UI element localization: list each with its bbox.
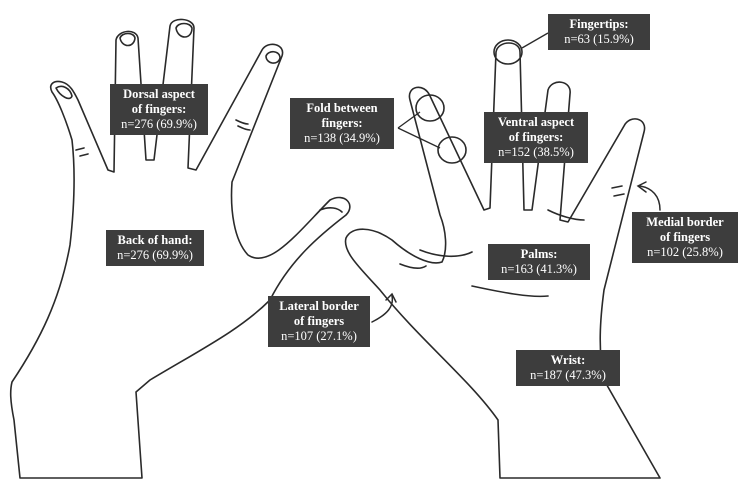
- label-dorsal-aspect: Dorsal aspect of fingers: n=276 (69.9%): [110, 84, 208, 135]
- label-wrist: Wrist: n=187 (47.3%): [516, 350, 620, 386]
- left-nail-index: [55, 85, 73, 100]
- label-palms: Palms: n=163 (41.3%): [488, 244, 590, 280]
- left-nail-pinky: [265, 50, 281, 64]
- lateral-arrow: [371, 295, 394, 323]
- fingertip-pointer: [521, 32, 549, 49]
- medial-arrow: [639, 185, 661, 211]
- label-wrist-count: n=187 (47.3%): [530, 368, 606, 382]
- left-nail-middle: [119, 32, 136, 47]
- left-nail-ring: [175, 22, 193, 38]
- label-dorsal-title-1: Dorsal aspect: [123, 87, 195, 101]
- label-dorsal-title-2: of fingers:: [131, 102, 187, 116]
- fold-marker-upper: [415, 94, 445, 122]
- label-fingertips-title: Fingertips:: [569, 17, 629, 31]
- medial-arrowhead: [636, 181, 647, 193]
- label-ventral-aspect: Ventral aspect of fingers: n=152 (38.5%): [484, 112, 588, 163]
- label-back-count: n=276 (69.9%): [117, 248, 193, 262]
- label-lateral-border: Lateral border of fingers n=107 (27.1%): [268, 296, 370, 347]
- label-medial-border: Medial border of fingers n=102 (25.8%): [632, 212, 738, 263]
- right-hand-outline: [344, 42, 661, 479]
- label-medial-title-2: of fingers: [659, 230, 711, 244]
- fold-pointer-upper: [397, 111, 421, 129]
- label-ventral-title-2: of fingers:: [508, 130, 564, 144]
- label-lateral-title-2: of fingers: [293, 314, 345, 328]
- label-fingertips-count: n=63 (15.9%): [564, 32, 634, 46]
- label-fold-between-fingers: Fold between fingers: n=138 (34.9%): [290, 98, 394, 149]
- label-fold-title-2: fingers:: [321, 116, 363, 130]
- label-fingertips: Fingertips: n=63 (15.9%): [548, 14, 650, 50]
- lateral-arrowhead: [385, 292, 397, 303]
- label-dorsal-count: n=276 (69.9%): [121, 117, 197, 131]
- label-palms-title: Palms:: [520, 247, 558, 261]
- label-fold-title-1: Fold between: [306, 101, 378, 115]
- label-back-title: Back of hand:: [117, 233, 193, 247]
- label-fold-count: n=138 (34.9%): [304, 131, 380, 145]
- label-medial-title-1: Medial border: [646, 215, 724, 229]
- fingertip-marker: [493, 39, 523, 65]
- label-back-of-hand: Back of hand: n=276 (69.9%): [106, 230, 204, 266]
- label-palms-count: n=163 (41.3%): [501, 262, 577, 276]
- label-ventral-title-1: Ventral aspect: [497, 115, 575, 129]
- fold-pointer-lower: [397, 127, 441, 149]
- label-medial-count: n=102 (25.8%): [647, 245, 723, 259]
- label-lateral-title-1: Lateral border: [279, 299, 359, 313]
- label-lateral-count: n=107 (27.1%): [281, 329, 357, 343]
- label-ventral-count: n=152 (38.5%): [498, 145, 574, 159]
- label-wrist-title: Wrist:: [550, 353, 586, 367]
- fold-marker-lower: [437, 136, 467, 164]
